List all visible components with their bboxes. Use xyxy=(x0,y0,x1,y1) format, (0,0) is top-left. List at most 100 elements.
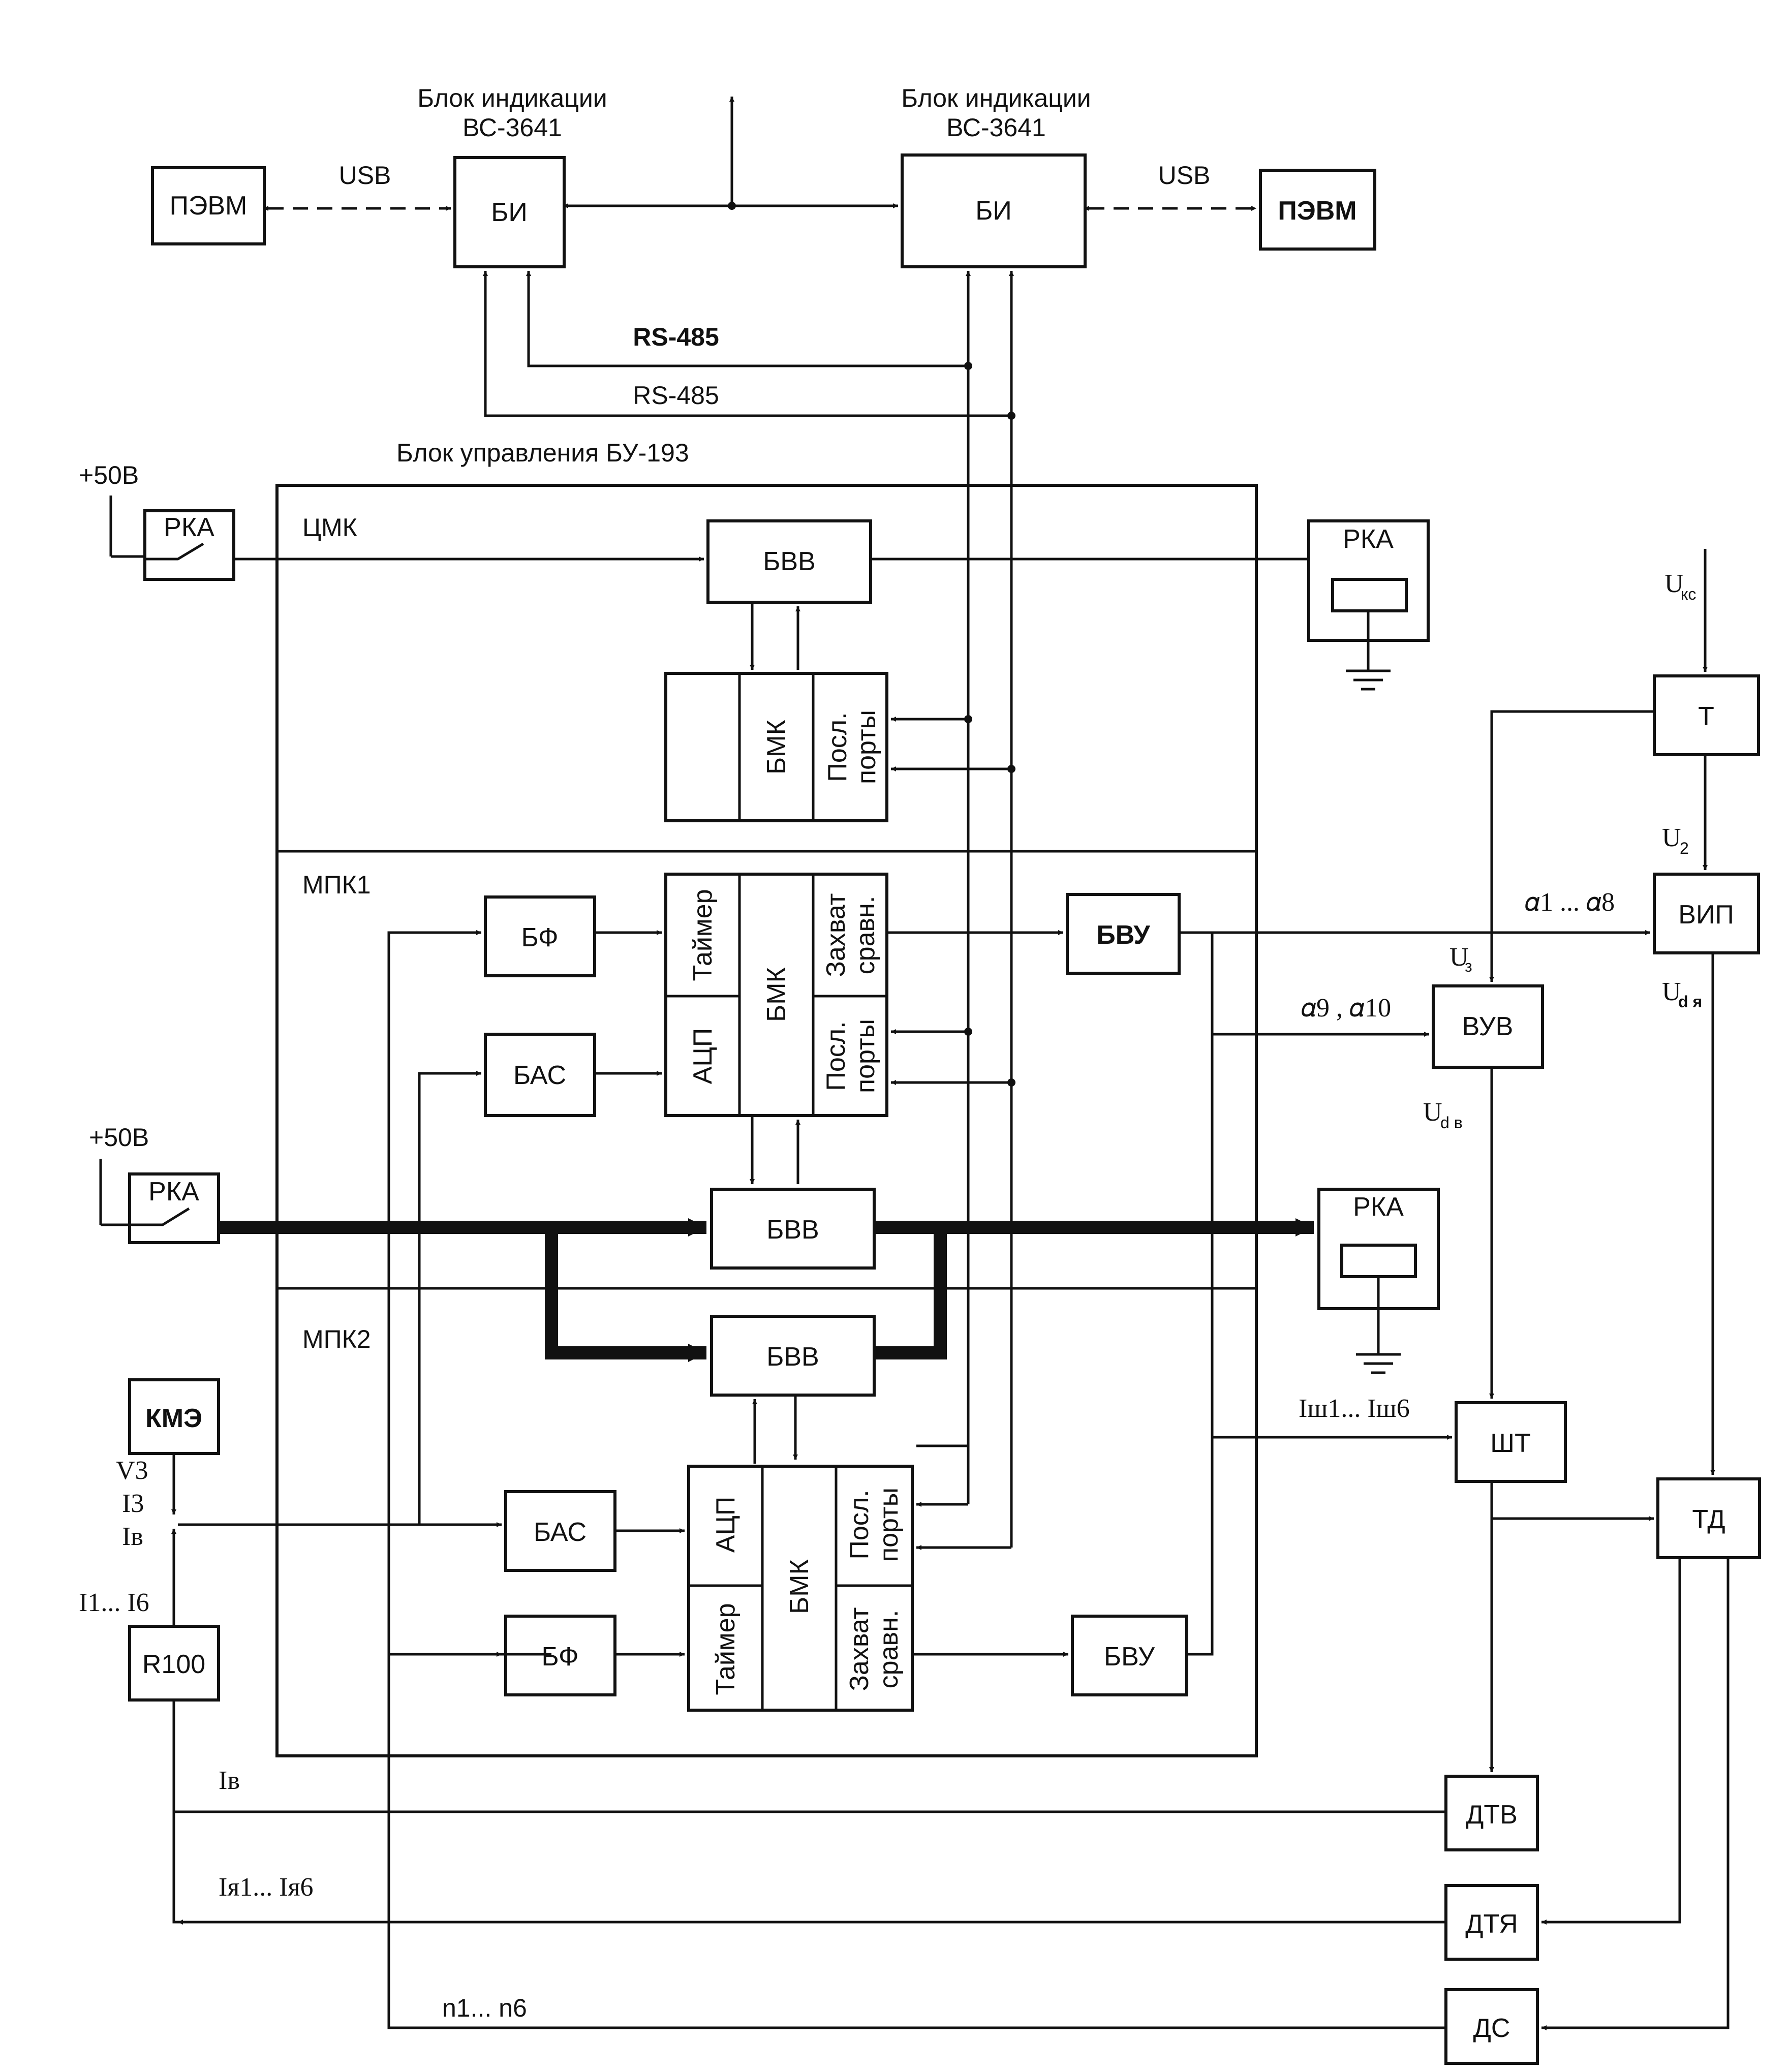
bi-left-title-line2: ВС-3641 xyxy=(462,113,562,142)
rs485-line-1 xyxy=(526,271,970,1446)
pevm-right-block xyxy=(1259,169,1376,251)
rs485-label-2: RS-485 xyxy=(633,381,719,410)
udv-label-sub: d в xyxy=(1440,1114,1463,1132)
rka-top-relay-label: РКА xyxy=(1343,524,1394,554)
capture-mpk1-label-2: сравн. xyxy=(851,896,880,975)
capture-mpk1-label-1: Захват xyxy=(821,893,851,977)
alpha910-label: 𝛼9 , 𝛼10 xyxy=(1301,994,1391,1023)
bmk-mpk2-label: БМК xyxy=(785,1559,814,1614)
u2-label-sub: 2 xyxy=(1680,839,1689,857)
pevm-left-label: ПЭВМ xyxy=(170,191,248,221)
capture-mpk2-label-2: сравн. xyxy=(874,1610,904,1689)
bi-right-title-line1: Блок индикации xyxy=(901,84,1091,112)
bi-right-title-line2: ВС-3641 xyxy=(946,113,1046,142)
junction-mpk1-2 xyxy=(1007,1078,1015,1087)
bvv-mpk2-block xyxy=(710,1315,876,1397)
cmk-label: ЦМК xyxy=(302,513,357,542)
dtv-label: ДТВ xyxy=(1466,1800,1518,1830)
bvu-mpk1-block xyxy=(1066,893,1181,975)
bvu-mpk2-block xyxy=(1071,1615,1188,1696)
bas-mpk1-block xyxy=(484,1033,596,1117)
bi-left-label: БИ xyxy=(491,198,528,227)
rka-top-relay-coil xyxy=(1331,578,1408,612)
v50-top-label: +50В xyxy=(79,461,139,489)
t-to-vuv xyxy=(1489,710,1654,982)
junction-cmk-2 xyxy=(1007,765,1015,773)
t-block xyxy=(1653,674,1760,756)
adc-mpk1-label: АЦП xyxy=(688,1028,718,1085)
bvu-mpk1-label: БВУ xyxy=(1096,920,1150,950)
capture-mpk2-label-1: Захват xyxy=(845,1607,874,1691)
ukc-label-sub: кс xyxy=(1681,585,1696,603)
dtya-feedback xyxy=(172,1812,1446,1924)
bvu-mpk2-output xyxy=(1187,933,1214,1656)
bi-right-block xyxy=(901,153,1087,268)
bvv-cmk-block xyxy=(706,519,872,604)
bvv-cmk-label: БВВ xyxy=(763,547,816,576)
iya-label: Iя1... Iя6 xyxy=(219,1873,313,1902)
bas-mpk2-block xyxy=(504,1490,616,1572)
bas-mpk2-label: БАС xyxy=(534,1518,587,1547)
bmk-mpk2-block xyxy=(687,1465,914,1712)
rka-mid-relay-label: РКА xyxy=(1353,1192,1404,1222)
timer-mpk1-label: Таймер xyxy=(688,889,718,981)
bu-title: Блок управления БУ-193 xyxy=(396,439,689,467)
bf-mpk2-label: БФ xyxy=(541,1642,578,1672)
bvv-mpk1-label: БВВ xyxy=(766,1215,819,1245)
usb-left-label: USB xyxy=(339,161,391,190)
vuv-block xyxy=(1432,984,1544,1069)
bvu-mpk2-label: БВУ xyxy=(1104,1642,1155,1672)
i3-label: I3 xyxy=(122,1489,144,1518)
pevm-left-block xyxy=(151,166,266,245)
bi-right-label: БИ xyxy=(975,196,1012,226)
ds-block xyxy=(1444,1988,1539,2065)
n16-label: n1... n6 xyxy=(442,1994,527,2022)
vip-block xyxy=(1653,873,1760,954)
rka-mid-switch-block xyxy=(128,1172,220,1244)
bas-mpk1-label: БАС xyxy=(513,1061,566,1090)
pevm-right-label: ПЭВМ xyxy=(1278,196,1356,226)
sht-block xyxy=(1455,1401,1567,1483)
udya-label-main: U xyxy=(1662,977,1681,1006)
bf-mpk1-label: БФ xyxy=(521,923,558,952)
u2-label-main: U xyxy=(1662,823,1681,852)
vip-label: ВИП xyxy=(1678,900,1734,930)
power-bus-to-mpk2 xyxy=(545,1227,706,1362)
adc-mpk2-label: АЦП xyxy=(711,1497,741,1553)
r100-label: R100 xyxy=(142,1650,205,1679)
td-block xyxy=(1656,1477,1761,1559)
rs485-label-1: RS-485 xyxy=(633,323,719,351)
alpha18-label: 𝛼1 ... 𝛼8 xyxy=(1525,888,1615,917)
junction-rs485-1 xyxy=(964,362,972,370)
junction-cmk-1 xyxy=(964,715,972,723)
rs485-line-2 xyxy=(483,271,1013,1532)
bmk-cmk-block xyxy=(664,672,888,822)
control-unit-frame xyxy=(275,484,1258,1757)
ds-feedback xyxy=(387,1654,1446,2029)
ports-mpk2-label-1: Посл. xyxy=(845,1490,874,1559)
bvv-mpk2-label: БВВ xyxy=(766,1342,819,1372)
bi-left-title-line1: Блок индикации xyxy=(417,84,607,112)
dtya-block xyxy=(1444,1884,1539,1961)
u3-label-main: U xyxy=(1449,943,1469,972)
power-bus-from-mpk2 xyxy=(874,1227,947,1359)
udv-label-main: U xyxy=(1423,1098,1442,1127)
ports-cmk-label-1: Посл. xyxy=(823,712,852,782)
bmk-cmk-label: БМК xyxy=(762,720,791,775)
kme-label: КМЭ xyxy=(145,1404,202,1433)
vuv-label: ВУВ xyxy=(1462,1012,1514,1041)
v3-label: V3 xyxy=(116,1456,148,1485)
bas-feed-line xyxy=(418,1071,481,1525)
dtya-label: ДТЯ xyxy=(1465,1909,1518,1939)
rka-mid-switch-label: РКА xyxy=(148,1177,199,1207)
t-label: Т xyxy=(1698,702,1714,731)
junction-mpk1-1 xyxy=(964,1028,972,1036)
junction-rs485-2 xyxy=(1007,412,1015,420)
rka-top-switch-label: РКА xyxy=(164,513,214,542)
ports-mpk1-label-2: порты xyxy=(851,1019,880,1093)
bf-mpk1-block xyxy=(484,895,596,977)
td-label: ТД xyxy=(1692,1505,1725,1534)
udya-label-sub: d я xyxy=(1678,993,1702,1011)
ports-mpk2-label-2: порты xyxy=(874,1488,904,1562)
